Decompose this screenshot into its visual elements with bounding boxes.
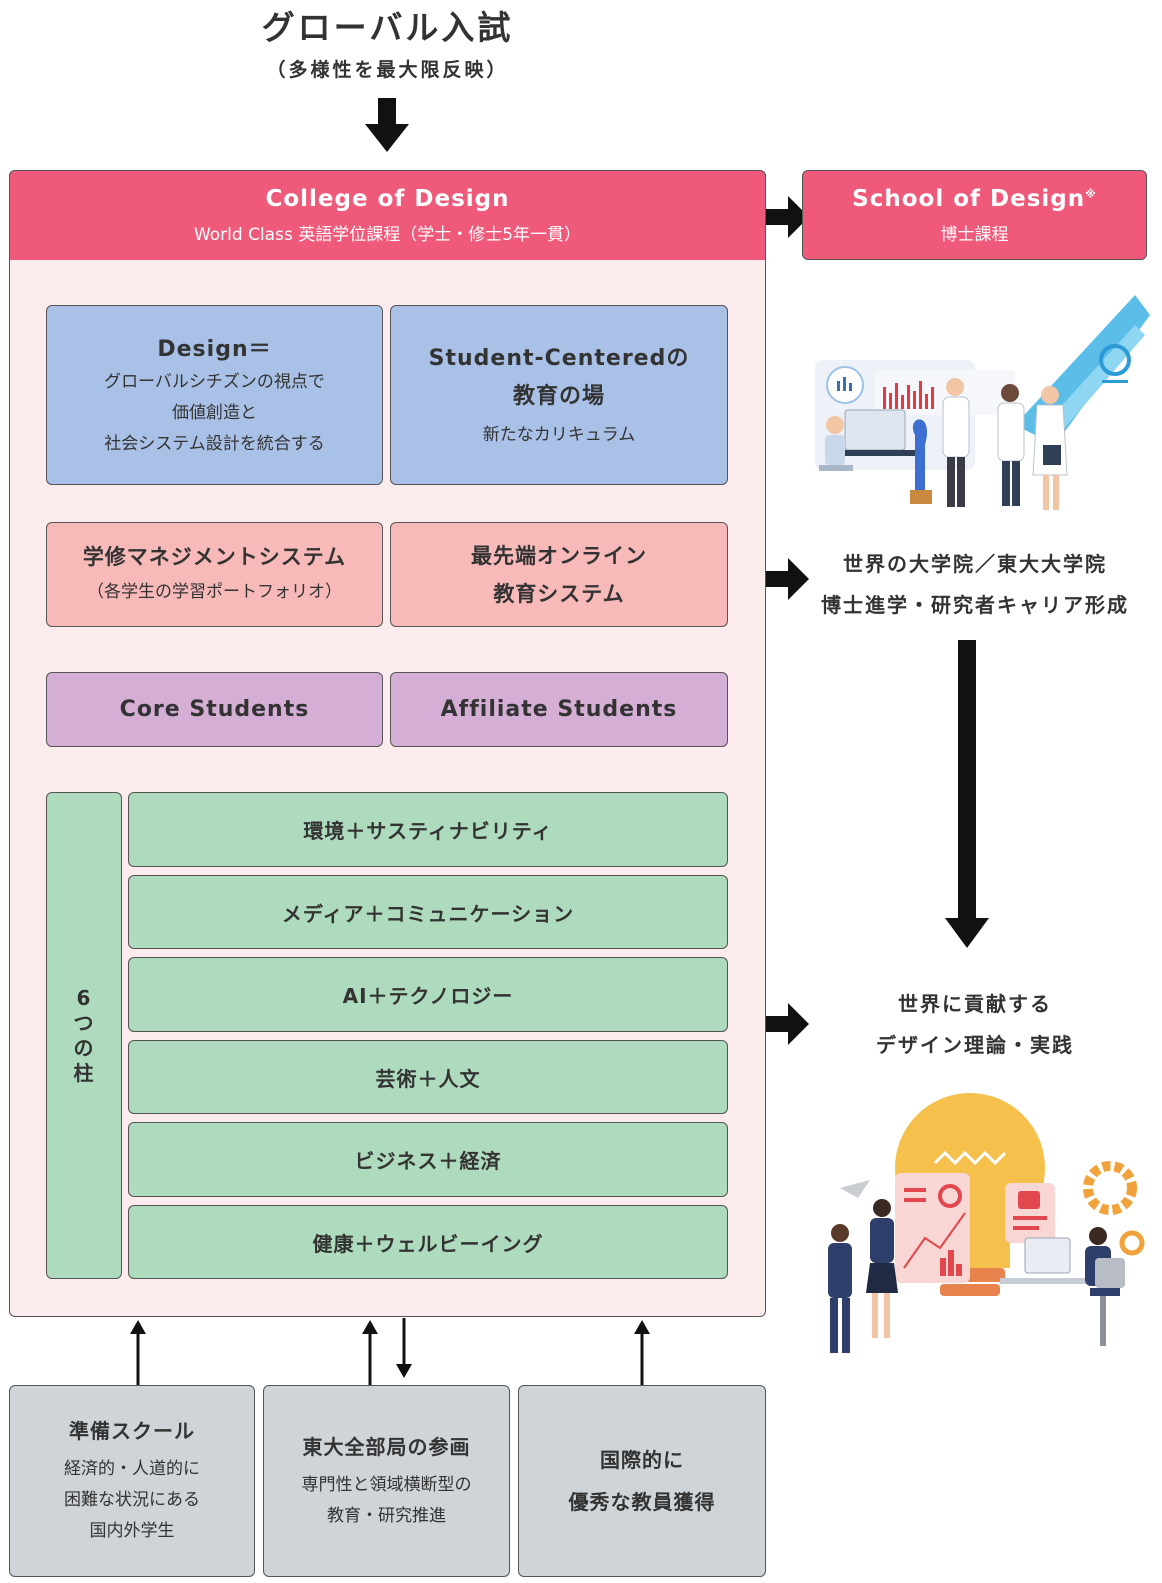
pillar-item-label: 芸術＋人文 [375, 1066, 481, 1091]
pillar-item-label: メディア＋コミュニケーション [281, 901, 575, 926]
up-arrow-icon [130, 1320, 146, 1386]
school-mark: ※ [1085, 186, 1097, 200]
page-title: グローバル入試 [261, 8, 514, 47]
school-subtitle: 博士課程 [940, 224, 1009, 245]
right-arrow-icon [766, 196, 809, 238]
career-line-1: 世界の大学院／東大大学院 [843, 552, 1107, 576]
online-box: 最先端オンライン 教育システム [390, 522, 728, 627]
pillar-item-label: 環境＋サスティナビリティ [303, 819, 553, 843]
design-line-2: 価値創造と [172, 402, 257, 423]
pillar-item: 健康＋ウェルビーイング [128, 1205, 728, 1279]
pillar-item-label: ビジネス＋経済 [354, 1149, 502, 1173]
student-centered-box: Student-Centeredの 教育の場 新たなカリキュラム [390, 305, 728, 485]
utokyo-line-2: 教育・研究推進 [327, 1505, 446, 1526]
college-subtitle: World Class 英語学位課程（学士・修士5年一貫） [193, 225, 582, 245]
pillar-item: ビジネス＋経済 [128, 1122, 728, 1197]
management-box: 学修マネジメントシステム （各学生の学習ポートフォリオ） [46, 522, 383, 627]
contribution-line-2: デザイン理論・実践 [876, 1033, 1074, 1057]
utokyo-title: 東大全部局の参画 [302, 1434, 471, 1459]
pillars-label-1: 6 [76, 985, 92, 1010]
page-subtitle: （多様性を最大限反映） [266, 58, 509, 81]
design-box: Design＝ グローバルシチズンの視点で 価値創造と 社会システム設計を統合す… [46, 305, 383, 485]
design-line-1: グローバルシチズンの視点で [104, 371, 325, 392]
pillar-item-label: AI＋テクノロジー [342, 984, 514, 1008]
pillars-label-box: 6 つ の 柱 [46, 792, 122, 1279]
up-arrow-icon [362, 1320, 378, 1386]
core-students-box: Core Students [46, 672, 383, 747]
management-body: （各学生の学習ポートフォリオ） [87, 582, 342, 602]
pillar-item: メディア＋コミュニケーション [128, 875, 728, 949]
design-line-3: 社会システム設計を統合する [104, 433, 325, 454]
management-title: 学修マネジメントシステム [82, 545, 347, 569]
contribution-text: 世界に貢献する デザイン理論・実践 [795, 982, 1155, 1068]
student-body: 新たなカリキュラム [482, 424, 636, 445]
long-down-arrow-icon [945, 640, 989, 948]
career-text: 世界の大学院／東大大学院 博士進学・研究者キャリア形成 [795, 542, 1155, 628]
right-arrow-icon [766, 1003, 809, 1045]
pillars-label-3: の [73, 1035, 95, 1060]
prep-school-line-1: 経済的・人道的に [64, 1459, 200, 1479]
prep-school-box: 準備スクール 経済的・人道的に 困難な状況にある 国内外学生 [9, 1385, 255, 1577]
prep-school-line-2: 困難な状況にある [64, 1490, 200, 1510]
college-title: College of Design [265, 186, 510, 212]
pillars-label-2: つ [73, 1010, 95, 1035]
pillar-item: 環境＋サスティナビリティ [128, 792, 728, 867]
utokyo-line-1: 専門性と領域横断型の [301, 1474, 472, 1495]
career-line-2: 博士進学・研究者キャリア形成 [821, 593, 1129, 617]
page-subtitle-block: （多様性を最大限反映） [0, 50, 775, 86]
school-title: School of Design [852, 185, 1086, 212]
faculty-box: 国際的に 優秀な教員獲得 [518, 1385, 766, 1577]
student-title-2: 教育の場 [512, 383, 605, 409]
faculty-line-2: 優秀な教員獲得 [568, 1490, 716, 1514]
faculty-line-1: 国際的に [600, 1448, 684, 1472]
down-arrow-icon [396, 1318, 412, 1378]
affiliate-students-label: Affiliate Students [440, 697, 678, 722]
online-line-1: 最先端オンライン [471, 543, 647, 568]
pillar-item: 芸術＋人文 [128, 1040, 728, 1114]
college-header: College of Design World Class 英語学位課程（学士・… [9, 170, 766, 260]
pillars-label-4: 柱 [73, 1060, 95, 1085]
student-title-1: Student-Centeredの [428, 345, 690, 371]
scientists-illustration [815, 295, 1150, 510]
prep-school-line-3: 国内外学生 [89, 1521, 175, 1541]
design-title: Design＝ [157, 336, 272, 362]
pillar-item-label: 健康＋ウェルビーイング [312, 1231, 544, 1256]
affiliate-students-box: Affiliate Students [390, 672, 728, 747]
contribution-line-1: 世界に貢献する [898, 992, 1052, 1016]
prep-school-title: 準備スクール [69, 1419, 195, 1443]
core-students-label: Core Students [119, 697, 310, 722]
school-header: School of Design※ 博士課程 [802, 170, 1147, 260]
right-arrow-icon [766, 558, 809, 600]
page-title-block: グローバル入試 [0, 0, 775, 50]
down-arrow-icon [365, 98, 409, 152]
online-line-2: 教育システム [493, 581, 625, 606]
pillar-item: AI＋テクノロジー [128, 957, 728, 1032]
teamwork-lightbulb-illustration [828, 1093, 1145, 1353]
utokyo-box: 東大全部局の参画 専門性と領域横断型の 教育・研究推進 [263, 1385, 510, 1577]
up-arrow-icon [634, 1320, 650, 1386]
